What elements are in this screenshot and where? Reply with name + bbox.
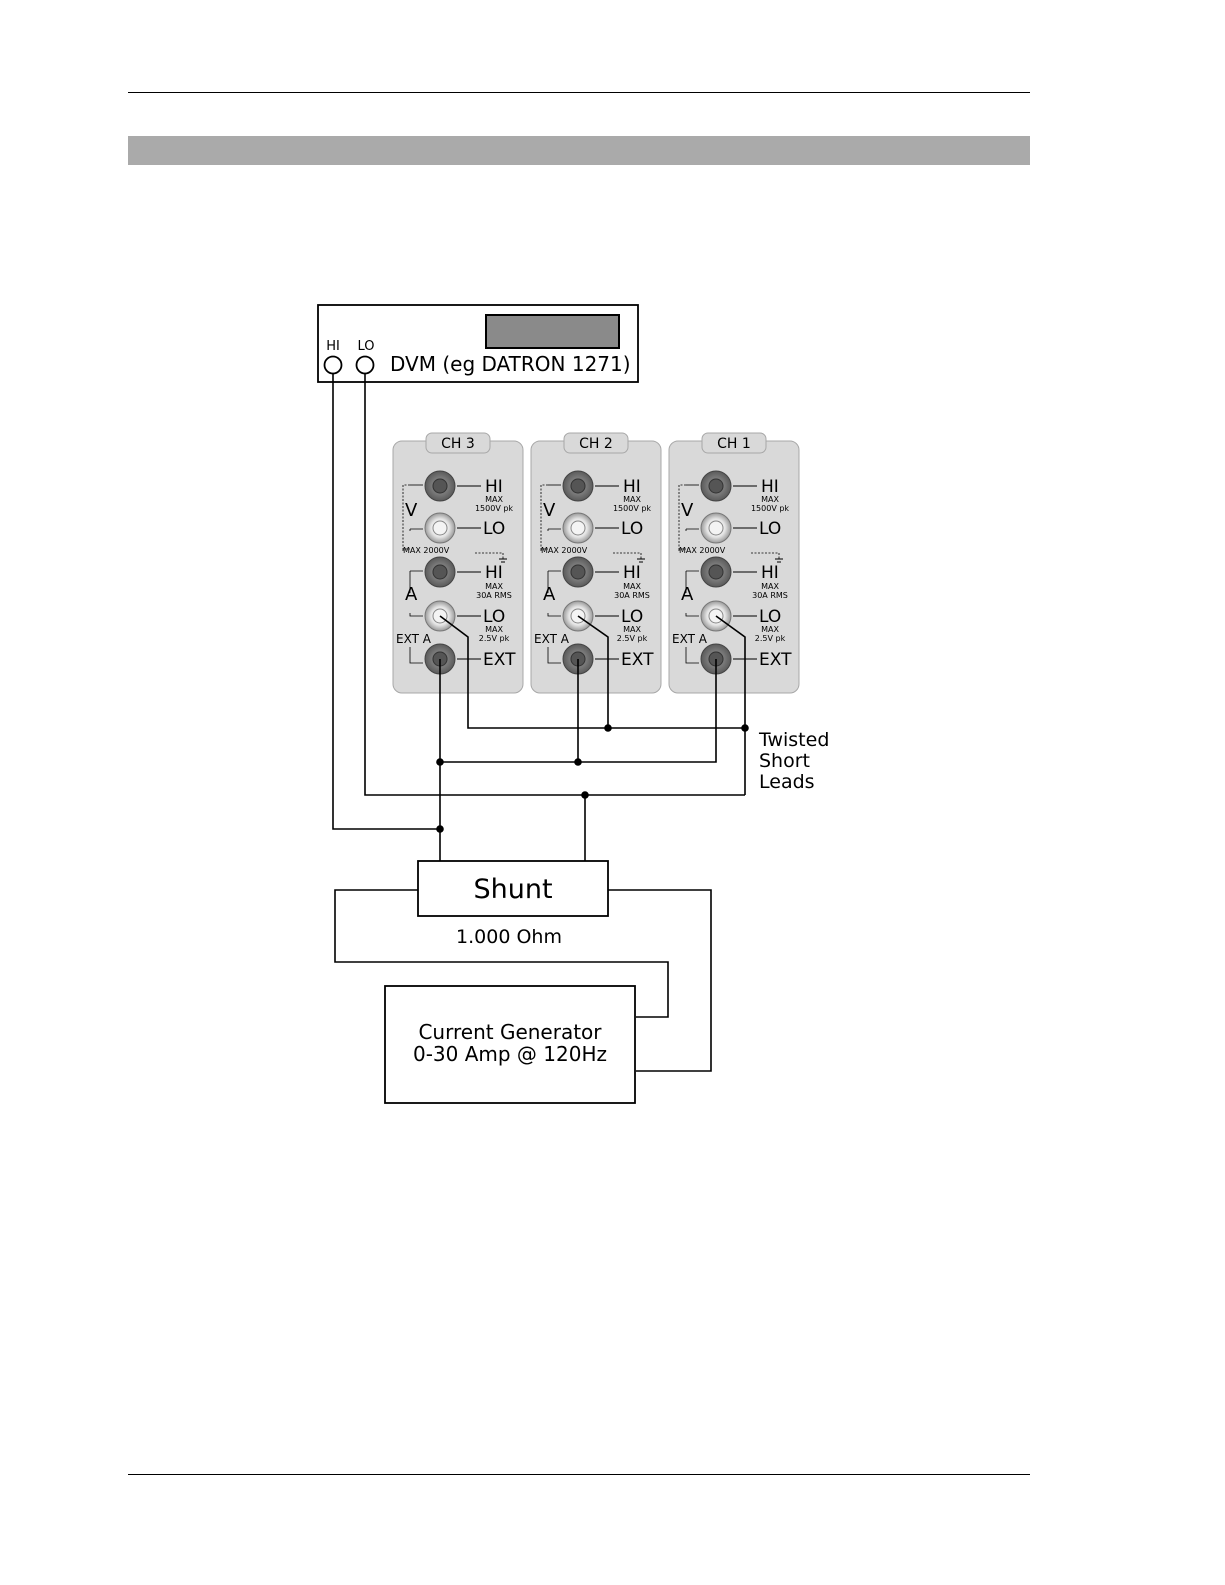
a-rating: 30A RMS <box>614 591 650 600</box>
ext-label: EXT <box>759 650 792 670</box>
a-label: A <box>543 584 556 605</box>
channel-label: CH 1 <box>717 436 751 452</box>
max-2000v-label: MAX 2000V <box>679 546 726 555</box>
dvm-lo-terminal <box>355 355 375 375</box>
ch1-a-lo-wire <box>715 615 746 795</box>
current-generator: Current Generator 0-30 Amp @ 120Hz <box>384 985 636 1104</box>
a-rating: 30A RMS <box>752 591 788 600</box>
ext-rating: 2.5V pk <box>755 634 786 643</box>
v-rating: 1500V pk <box>475 504 513 513</box>
dvm-lo-wire <box>364 374 745 796</box>
channel-panel-ch2: CH 2 V A HI LO HI LO EXT MAX 1500V pk MA… <box>530 432 662 694</box>
v-hi-label: HI <box>623 477 641 497</box>
dvm-instrument: HI LO DVM (eg DATRON 1271) <box>317 304 639 383</box>
a-max-label: MAX <box>623 582 641 591</box>
shunt-value: 1.000 Ohm <box>456 926 562 948</box>
generator-label-line2: 0-30 Amp @ 120Hz <box>413 1042 607 1066</box>
ext-label: EXT <box>483 650 516 670</box>
a-rating: 30A RMS <box>476 591 512 600</box>
v-label: V <box>405 500 418 521</box>
v-lo-label: LO <box>483 519 505 539</box>
ext-max-label: MAX <box>623 625 641 634</box>
channel-label: CH 3 <box>441 436 475 452</box>
channel-panel-ch1: CH 1 V A HI LO HI LO EXT MAX 1500V pk MA… <box>668 432 800 694</box>
ext-label: EXT <box>621 650 654 670</box>
wiring <box>332 374 749 1072</box>
twisted-label-line2: Short <box>759 750 810 772</box>
v-hi-label: HI <box>761 477 779 497</box>
junction-dot <box>436 758 444 766</box>
dvm-hi-label: HI <box>326 339 340 354</box>
dvm-display <box>485 314 620 349</box>
shunt: Shunt 1.000 Ohm <box>417 860 609 948</box>
a-label: A <box>405 584 418 605</box>
section-header-band <box>128 136 1030 165</box>
a-lo-label: LO <box>483 607 505 627</box>
junction-dot <box>574 758 582 766</box>
max-2000v-label: MAX 2000V <box>403 546 450 555</box>
twisted-label-line3: Leads <box>759 771 815 793</box>
v-rating: 1500V pk <box>613 504 651 513</box>
v-max-label: MAX <box>761 495 779 504</box>
ch2-a-lo-wire <box>577 615 609 728</box>
dvm-title: DVM (eg DATRON 1271) <box>390 352 631 376</box>
v-hi-label: HI <box>485 477 503 497</box>
v-max-label: MAX <box>485 495 503 504</box>
channel-panel-ch3: CH 3 V A HI LO HI LO EXT MAX 1500V pk MA… <box>392 432 524 694</box>
shunt-generator-wire-1 <box>334 889 669 1018</box>
max-2000v-label: MAX 2000V <box>541 546 588 555</box>
ext-a-label: EXT A <box>534 632 570 646</box>
a-hi-label: HI <box>623 563 641 583</box>
a-max-label: MAX <box>761 582 779 591</box>
a-label: A <box>681 584 694 605</box>
generator-label-line1: Current Generator <box>418 1020 602 1044</box>
v-max-label: MAX <box>623 495 641 504</box>
ext-rating: 2.5V pk <box>617 634 648 643</box>
shunt-label: Shunt <box>473 874 552 905</box>
a-lo-label: LO <box>759 607 781 627</box>
v-rating: 1500V pk <box>751 504 789 513</box>
channel-label: CH 2 <box>579 436 613 452</box>
shunt-box <box>417 860 609 917</box>
ext-max-label: MAX <box>485 625 503 634</box>
junction-dot <box>604 724 612 732</box>
dvm-lo-label: LO <box>357 339 374 354</box>
header-rule <box>128 92 1030 93</box>
shunt-generator-wire-2 <box>608 889 712 1072</box>
v-lo-label: LO <box>759 519 781 539</box>
ext-a-label: EXT A <box>396 632 432 646</box>
a-hi-label: HI <box>485 563 503 583</box>
v-label: V <box>543 500 556 521</box>
v-lo-label: LO <box>621 519 643 539</box>
ext-a-label: EXT A <box>672 632 708 646</box>
ext-max-label: MAX <box>761 625 779 634</box>
a-hi-label: HI <box>761 563 779 583</box>
a-max-label: MAX <box>485 582 503 591</box>
junction-dot <box>741 724 749 732</box>
dvm-hi-wire <box>332 374 440 830</box>
twisted-label-line1: Twisted <box>758 729 829 751</box>
ext-bus-wire <box>440 659 717 763</box>
junction-dot <box>581 791 589 799</box>
a-lo-label: LO <box>621 607 643 627</box>
junction-dot <box>436 825 444 833</box>
v-label: V <box>681 500 694 521</box>
footer-rule <box>128 1474 1030 1475</box>
dvm-hi-terminal <box>323 355 343 375</box>
ext-rating: 2.5V pk <box>479 634 510 643</box>
generator-box <box>384 985 636 1104</box>
